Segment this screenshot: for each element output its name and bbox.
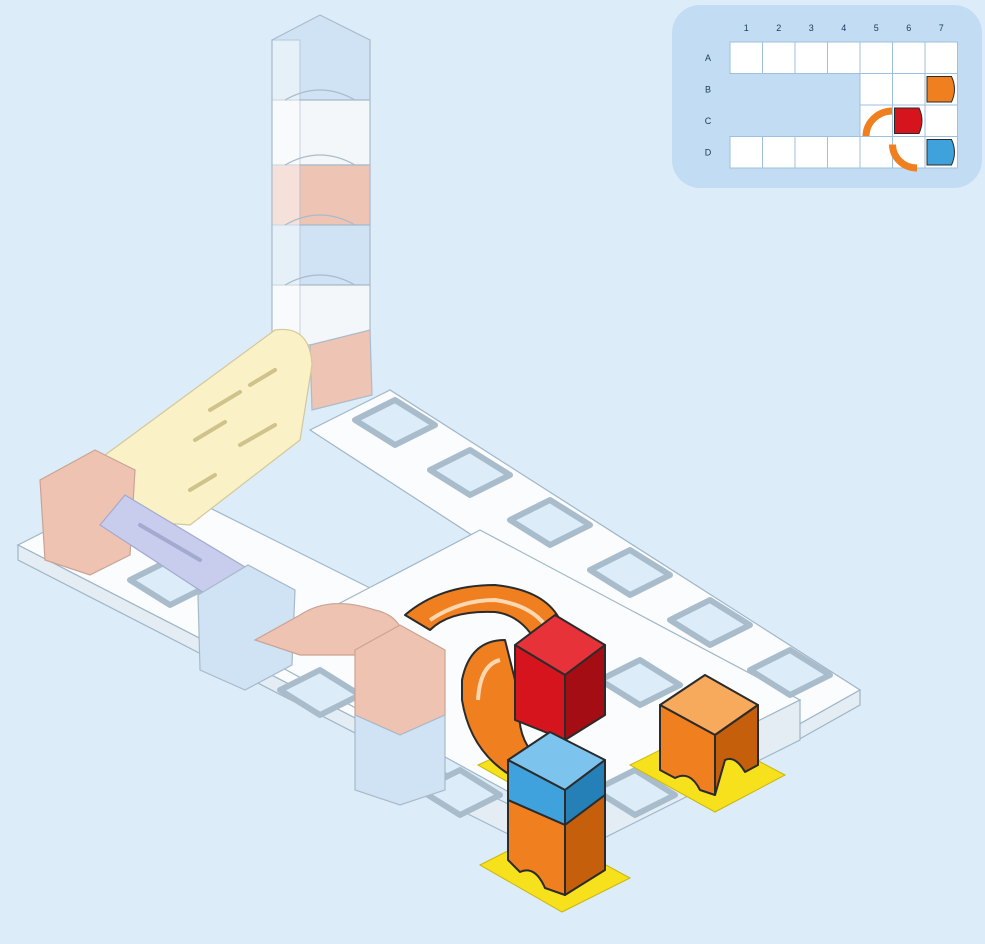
grid-cell — [893, 42, 926, 74]
grid-cell — [828, 137, 861, 169]
grid-cell — [763, 42, 796, 74]
grid-cell — [795, 42, 828, 74]
grid-cell — [925, 42, 958, 74]
grid-column-label: 6 — [906, 23, 911, 33]
red-cube-marker — [895, 108, 923, 134]
grid-cell — [730, 42, 763, 74]
grid-column-label: 7 — [939, 23, 944, 33]
grid-cell — [795, 137, 828, 169]
grid-column-label: 2 — [776, 23, 781, 33]
grid-row-label: D — [705, 147, 712, 157]
grid-cell — [860, 42, 893, 74]
grid-column-label: 5 — [874, 23, 879, 33]
grid-cell — [763, 137, 796, 169]
grid-cell — [828, 42, 861, 74]
grid-row-label: A — [705, 53, 711, 63]
blue-cube-marker — [927, 140, 955, 166]
grid-column-label: 3 — [809, 23, 814, 33]
grid-column-label: 4 — [841, 23, 846, 33]
orange-cube-marker — [927, 77, 955, 103]
grid-column-label: 1 — [744, 23, 749, 33]
ghost-yellow-chute — [105, 329, 312, 525]
grid-cell — [730, 137, 763, 169]
grid-cell — [860, 137, 893, 169]
grid-cell — [925, 105, 958, 137]
grid-row-label: B — [705, 84, 711, 94]
grid-row-label: C — [705, 116, 712, 126]
grid-cell — [860, 74, 893, 106]
reference-grid-panel: 1 2 3 4 5 6 7 A B C D — [672, 5, 982, 188]
grid-cell — [893, 74, 926, 106]
